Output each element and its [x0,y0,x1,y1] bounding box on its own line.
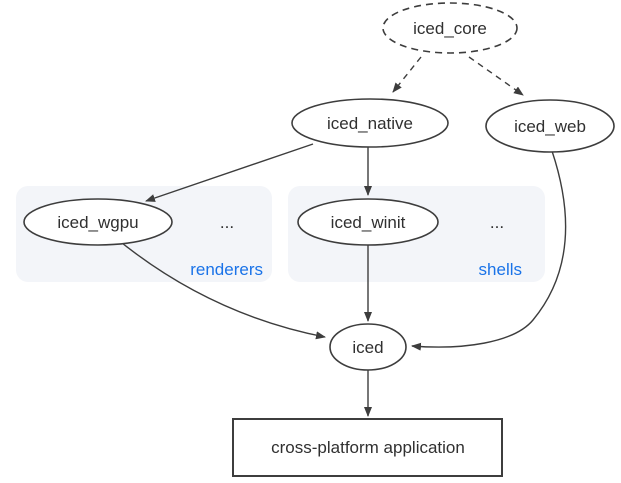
node-iced-core-label: iced_core [413,19,487,38]
node-app-label: cross-platform application [271,438,465,457]
renderers-ellipsis: ... [220,213,234,232]
node-iced-label: iced [352,338,383,357]
node-iced-web [485,99,615,153]
node-iced-native-label: iced_native [327,114,413,133]
node-iced-core [382,2,518,54]
node-app [232,418,503,477]
node-iced-winit-label: iced_winit [331,213,406,232]
shells-caption: shells [479,260,522,279]
node-iced-web-label: iced_web [514,117,586,136]
node-iced-native [291,98,449,148]
node-iced-wgpu [23,198,173,246]
edge-iced-native-to-iced-wgpu [145,143,314,202]
shells-ellipsis: ... [490,213,504,232]
renderers-caption: renderers [190,260,263,279]
edge-iced-web-to-iced [411,150,567,351]
node-iced-wgpu-label: iced_wgpu [57,213,138,232]
edge-iced-wgpu-to-iced [121,242,326,340]
node-iced-winit [297,198,439,246]
edge-iced-core-to-iced-native [392,56,422,93]
edge-iced-core-to-iced-web [468,56,524,96]
node-iced [329,323,407,371]
